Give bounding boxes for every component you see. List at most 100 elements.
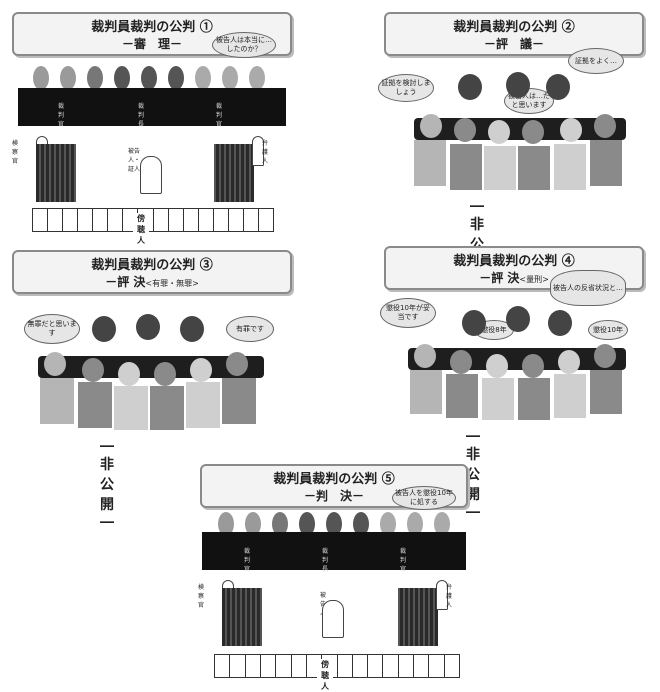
juror-head: [154, 362, 176, 386]
panel-3-bubble: 無罪だと思います: [24, 314, 80, 344]
bench-label: 裁判官: [58, 103, 65, 128]
prosecutor-label: 検察官: [12, 140, 19, 165]
judge-head: [218, 512, 234, 536]
juror-body: [222, 378, 256, 424]
panel-3-subtitle-small: <有罪・無罪>: [145, 279, 199, 288]
juror-head: [118, 362, 140, 386]
panel-5-subtitle: －判 決－: [303, 489, 364, 503]
juror-head: [488, 120, 510, 144]
bench-label: 裁判長: [322, 548, 329, 573]
prosecutor-label: 検察官: [198, 584, 205, 609]
prosecutor-desk: [222, 588, 262, 646]
defendant-figure: [140, 156, 162, 194]
bench-label: 裁判官: [400, 548, 407, 573]
judge-head: [462, 310, 486, 336]
panel-5-speech-bubble: 被告人を懲役10年に処する: [392, 486, 456, 510]
juror-head: [560, 118, 582, 142]
juror-head: [522, 354, 544, 378]
judge-head: [407, 512, 423, 536]
judge-head: [380, 512, 396, 536]
sentencing-table: [408, 348, 626, 370]
defense-desk: [214, 144, 254, 202]
panel-3-title: 裁判員裁判の公判 ③: [91, 258, 213, 273]
juror-head: [82, 358, 104, 382]
judge-head: [168, 66, 184, 90]
judge-head: [180, 316, 204, 342]
juror-body: [554, 144, 586, 190]
judge-head: [195, 66, 211, 90]
panel-1-title: 裁判員裁判の公判 ①: [91, 20, 213, 35]
juror-head: [450, 350, 472, 374]
panel-4-title: 裁判員裁判の公判 ④: [453, 254, 575, 269]
juror-head: [226, 352, 248, 376]
juror-head: [190, 358, 212, 382]
defense-label: 弁護人: [446, 584, 453, 609]
juror-body: [554, 374, 586, 418]
panel-2-bubble: 証拠を検討しましょう: [378, 74, 434, 102]
panel-5-title: 裁判員裁判の公判 ⑤: [273, 472, 395, 487]
juror-body: [590, 370, 622, 414]
panel-4-subtitle-main: －評 決: [479, 271, 520, 285]
juror-head: [414, 344, 436, 368]
juror-head: [44, 352, 66, 376]
panel-2-bubble: 被告人は…だと思います: [504, 88, 554, 114]
judge-head: [222, 66, 238, 90]
juror-body: [446, 374, 478, 418]
juror-body: [40, 378, 74, 424]
panel-5-judges-bench: [202, 532, 466, 570]
juror-head: [522, 120, 544, 144]
panel-4-caption: ― 非公開 ―: [466, 428, 480, 520]
judge-head: [33, 66, 49, 90]
bench-label: 裁判官: [244, 548, 251, 573]
panel-1-speech-bubble: 被告人は本当に…したのか？: [212, 32, 276, 58]
judge-head: [506, 72, 530, 98]
judge-head: [87, 66, 103, 90]
judge-head: [299, 512, 315, 536]
gallery-label: 傍 聴 人: [133, 213, 149, 246]
juror-body: [186, 382, 220, 428]
judge-head: [141, 66, 157, 90]
judge-head: [434, 512, 450, 536]
juror-body: [78, 382, 112, 428]
judge-head: [353, 512, 369, 536]
judge-head: [458, 74, 482, 100]
juror-body: [450, 144, 482, 190]
panel-3-bubble: 有罪です: [226, 316, 274, 342]
juror-body: [114, 386, 148, 430]
panel-4-subtitle: －評 決<量刑>: [386, 269, 642, 286]
juror-body: [518, 378, 550, 420]
gallery-seats: [214, 654, 460, 678]
judge-head: [272, 512, 288, 536]
panel-1-subtitle: －審 理－: [121, 37, 182, 51]
panel-4-bubble: 懲役10年が妥当です: [380, 298, 436, 328]
judge-head: [60, 66, 76, 90]
defense-label: 弁護人: [262, 140, 269, 165]
juror-body: [484, 146, 516, 190]
panel-2-bubble: 証拠をよく…: [568, 48, 624, 74]
judge-head: [249, 66, 265, 90]
judge-head: [245, 512, 261, 536]
juror-head: [454, 118, 476, 142]
judge-head: [506, 306, 530, 332]
panel-2-subtitle: －評 議－: [483, 37, 544, 51]
panel-4-bubble: 被告人の反省状況と…: [550, 270, 626, 306]
bench-label: 裁判長: [138, 103, 145, 128]
defendant-figure: [322, 600, 344, 638]
juror-head: [486, 354, 508, 378]
panel-3-title-box: 裁判員裁判の公判 ③ －評 決<有罪・無罪>: [12, 250, 292, 294]
judge-head: [326, 512, 342, 536]
juror-body: [410, 370, 442, 414]
gallery-seats: [32, 208, 274, 232]
defense-desk: [398, 588, 438, 646]
panel-3-caption: ― 非公開 ―: [100, 438, 114, 530]
juror-body: [150, 386, 184, 430]
panel-1-judges-bench: [18, 88, 286, 126]
panel-3-subtitle-main: －評 決: [105, 275, 146, 289]
panel-4-subtitle-small: <量刑>: [519, 275, 549, 284]
defense-figure: [436, 580, 448, 610]
panel-3-subtitle: －評 決<有罪・無罪>: [14, 273, 290, 290]
judge-head: [548, 310, 572, 336]
juror-head: [594, 344, 616, 368]
juror-body: [590, 140, 622, 186]
juror-body: [482, 378, 514, 420]
